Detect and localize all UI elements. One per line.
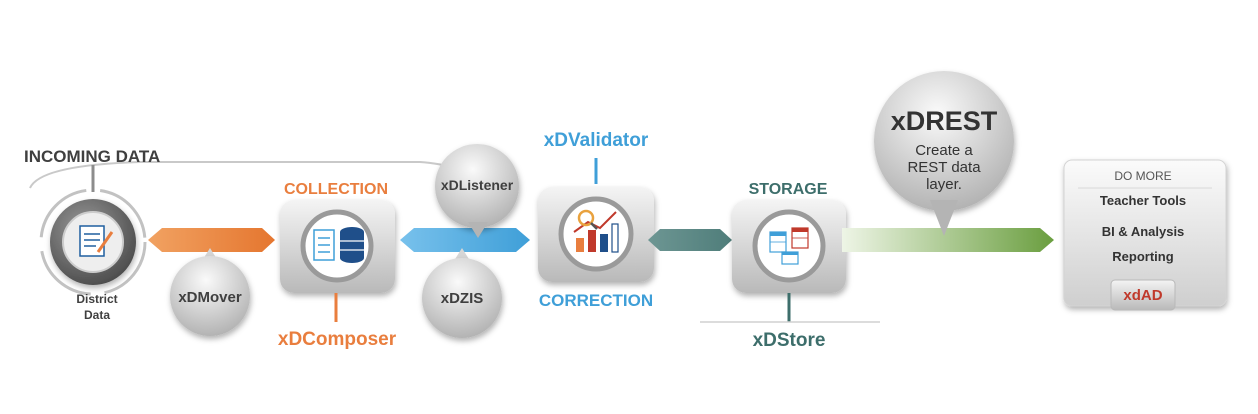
xdad-label: xdAD xyxy=(1123,287,1162,304)
composer-label: xDComposer xyxy=(278,329,397,350)
xdmover-label: xDMover xyxy=(178,289,242,306)
do-more-item-bi-analysis[interactable]: BI & Analysis xyxy=(1102,224,1185,239)
storage-title: STORAGE xyxy=(749,181,828,198)
database-stack-icon xyxy=(313,227,364,263)
correction-node[interactable] xyxy=(538,187,654,282)
store-label: xDStore xyxy=(753,330,826,351)
district-label-line2: Data xyxy=(84,308,110,322)
do-more-panel[interactable] xyxy=(1063,159,1227,307)
rest-arrow xyxy=(842,228,1054,252)
district-data-node[interactable] xyxy=(39,188,147,296)
collection-node[interactable] xyxy=(280,200,395,293)
xdlistener-bubble[interactable] xyxy=(435,144,519,238)
xdrest-line2: REST data xyxy=(907,159,981,176)
magnifier-chart-icon xyxy=(573,209,619,253)
xdzis-label: xDZIS xyxy=(441,290,484,307)
xdlistener-label: xDListener xyxy=(441,177,514,193)
incoming-title: INCOMING DATA xyxy=(24,147,160,166)
district-label-line1: District xyxy=(76,292,117,306)
mover-arrow xyxy=(148,228,275,252)
xdrest-line3: layer. xyxy=(926,176,962,193)
correction-title: CORRECTION xyxy=(539,291,653,310)
listener-arrow xyxy=(400,228,530,252)
document-pen-icon xyxy=(79,225,114,257)
xdzis-bubble[interactable] xyxy=(422,248,502,338)
do-more-item-teacher-tools[interactable]: Teacher Tools xyxy=(1100,193,1186,208)
xdrest-title: xDREST xyxy=(891,106,998,136)
table-grid-icon xyxy=(769,227,809,265)
validator-label: xDValidator xyxy=(544,130,649,151)
collection-title: COLLECTION xyxy=(284,181,388,198)
storage-arrow xyxy=(648,229,732,251)
do-more-title: DO MORE xyxy=(1114,169,1171,183)
do-more-item-reporting[interactable]: Reporting xyxy=(1112,249,1173,264)
xdrest-bubble[interactable] xyxy=(874,71,1014,236)
storage-node[interactable] xyxy=(732,200,846,293)
xdad-badge[interactable] xyxy=(1110,279,1176,311)
xdrest-line1: Create a xyxy=(915,142,973,159)
xdmover-bubble[interactable] xyxy=(170,248,250,336)
